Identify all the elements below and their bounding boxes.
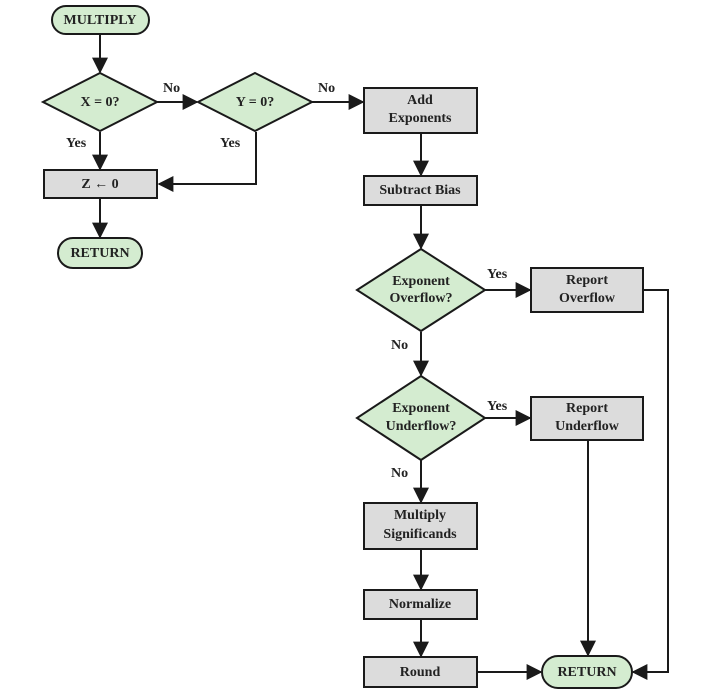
label-y-yes: Yes [220,136,241,151]
exponent-underflow-line-1: Exponent [392,401,450,416]
label-overflow-no: No [391,338,408,353]
edge-y-to-set-zero [157,132,257,192]
multiply-significands-line-2: Significands [383,527,457,542]
round-process: Round [363,656,478,688]
multiply-significands-process: Multiply Significands [363,502,478,550]
y-check-label: Y = 0? [236,95,275,110]
return-end-terminal: RETURN [541,655,633,689]
label-x-no: No [163,81,180,96]
exponent-underflow-decision: Exponent Underflow? [355,374,487,462]
normalize-label: Normalize [389,597,451,612]
multiply-significands-line-1: Multiply [394,508,446,523]
y-check-decision: Y = 0? [195,71,315,133]
start-terminal-label: MULTIPLY [64,13,137,28]
normalize-process: Normalize [363,589,478,620]
set-zero-label: Z ← 0 [81,177,118,192]
round-label: Round [400,665,441,680]
report-underflow-line-2: Underflow [555,419,620,434]
exponent-underflow-line-2: Underflow? [386,419,457,434]
add-exponents-line-2: Exponents [388,111,452,126]
x-check-label: X = 0? [80,95,119,110]
edge-labels: No Yes No Yes Yes No Yes No [66,81,508,481]
report-overflow-line-1: Report [566,273,608,288]
exponent-overflow-line-2: Overflow? [390,291,453,306]
label-x-yes: Yes [66,136,87,151]
set-zero-process: Z ← 0 [43,169,158,199]
return-zero-label: RETURN [70,246,129,261]
x-check-decision: X = 0? [40,71,160,133]
exponent-overflow-decision: Exponent Overflow? [355,247,487,333]
label-underflow-no: No [391,466,408,481]
report-underflow-process: Report Underflow [530,396,644,441]
report-underflow-line-1: Report [566,401,608,416]
report-overflow-process: Report Overflow [530,267,644,313]
return-zero-terminal: RETURN [57,237,143,269]
return-end-label: RETURN [557,665,616,680]
add-exponents-line-1: Add [407,93,433,108]
add-exponents-process: Add Exponents [363,87,478,134]
subtract-bias-label: Subtract Bias [379,183,461,198]
subtract-bias-process: Subtract Bias [363,175,478,206]
start-terminal: MULTIPLY [51,5,150,35]
edges [92,34,669,680]
report-overflow-line-2: Overflow [559,291,616,306]
label-underflow-yes: Yes [487,399,508,414]
edge-overflow-report-to-return [631,289,669,680]
label-y-no: No [318,81,335,96]
label-overflow-yes: Yes [487,267,508,282]
exponent-overflow-line-1: Exponent [392,274,450,289]
